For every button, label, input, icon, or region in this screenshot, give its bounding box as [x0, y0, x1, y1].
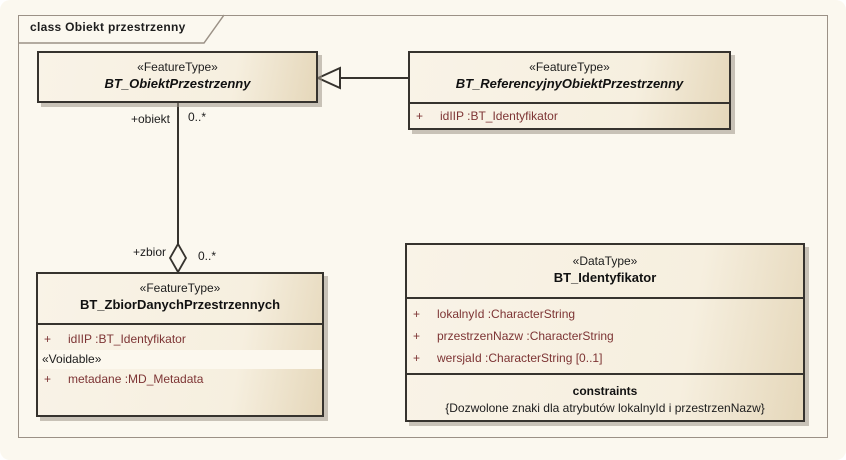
stereotype-label: «DataType» — [572, 254, 638, 268]
attribute-row: + wersjaId :CharacterString [0..1] — [407, 347, 803, 369]
class-name: BT_ZbiorDanychPrzestrzennych — [79, 297, 281, 312]
attributes-compartment: + idIIP :BT_Identyfikator — [410, 102, 729, 130]
attribute-text: lokalnyId :CharacterString — [437, 307, 576, 321]
voidable-stereotype-label: «Voidable» — [38, 350, 322, 369]
role-label-zbior: +zbior — [132, 245, 166, 259]
attribute-row: + lokalnyId :CharacterString — [407, 303, 803, 325]
class-bt-zbior-danych-przestrzennych[interactable]: «FeatureType» BT_ZbiorDanychPrzestrzenny… — [36, 272, 324, 417]
visibility-marker: + — [413, 329, 421, 343]
attribute-text: idIIP :BT_Identyfikator — [440, 109, 558, 123]
attribute-text: wersjaId :CharacterString [0..1] — [437, 351, 603, 365]
visibility-marker: + — [44, 372, 52, 386]
visibility-marker: + — [413, 307, 421, 321]
visibility-marker: + — [44, 332, 52, 346]
stereotype-label: «FeatureType» — [139, 281, 221, 295]
attributes-compartment: + idIIP :BT_Identyfikator «Voidable» + met… — [38, 323, 322, 421]
frame-title: class Obiekt przestrzenny — [30, 20, 186, 34]
constraints-text: {Dozwolone znaki dla atrybutów lokalnyId… — [445, 401, 765, 415]
class-bt-obiekt-przestrzenny[interactable]: «FeatureType» BT_ObiektPrzestrzenny — [37, 51, 318, 103]
visibility-marker: + — [413, 351, 421, 365]
constraints-title: constraints — [572, 384, 638, 398]
class-name: BT_Identyfikator — [553, 270, 657, 285]
attributes-compartment: + lokalnyId :CharacterString + przestrzenN… — [407, 297, 803, 373]
attribute-text: przestrzenNazw :CharacterString — [437, 329, 614, 343]
attribute-row: + idIIP :BT_Identyfikator — [38, 329, 322, 350]
attribute-text: metadane :MD_Metadata — [68, 372, 204, 386]
multiplicity-label-zbior: 0..* — [198, 249, 217, 263]
attribute-text: idIIP :BT_Identyfikator — [68, 332, 186, 346]
class-bt-identyfikator[interactable]: «DataType» BT_Identyfikator + lokalnyId :… — [405, 243, 805, 422]
class-name: BT_ObiektPrzestrzenny — [104, 76, 251, 91]
role-label-obiekt: +obiekt — [130, 112, 170, 126]
attribute-row: + przestrzenNazw :CharacterString — [407, 325, 803, 347]
multiplicity-label-obiekt: 0..* — [188, 110, 207, 124]
class-bt-referencyjny-obiekt-przestrzenny[interactable]: «FeatureType» BT_ReferencyjnyObiektPrzes… — [408, 51, 731, 130]
class-name: BT_ReferencyjnyObiektPrzestrzenny — [455, 76, 684, 91]
stereotype-label: «FeatureType» — [529, 60, 610, 74]
diagram-frame — [18, 15, 828, 438]
attribute-row: + metadane :MD_Metadata — [38, 369, 322, 390]
stereotype-label: «FeatureType» — [137, 60, 218, 74]
attribute-row: + idIIP :BT_Identyfikator — [410, 104, 729, 129]
visibility-marker: + — [416, 109, 424, 123]
constraints-compartment: constraints {Dozwolone znaki dla atrybut… — [407, 373, 803, 426]
